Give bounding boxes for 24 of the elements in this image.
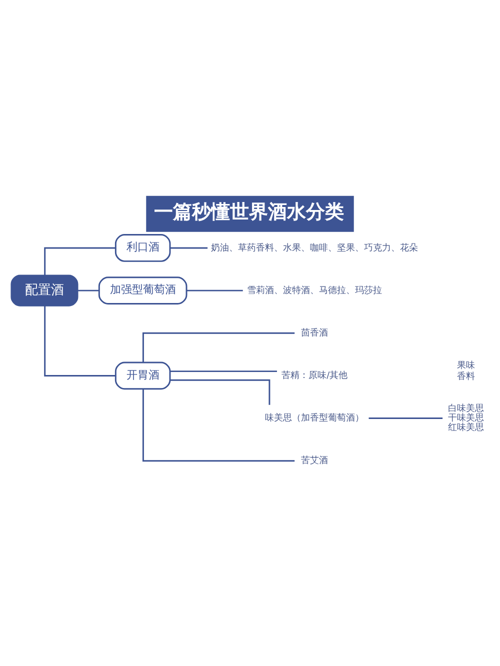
- node-box: 加强型葡萄酒: [98, 276, 188, 304]
- connector: [44, 246, 116, 274]
- node-text: 雪莉酒、波特酒、马德拉、玛莎拉: [247, 285, 382, 296]
- label: 果味: [456, 360, 475, 371]
- node-box: 利口酒: [114, 234, 171, 262]
- connector: [368, 417, 443, 419]
- node-text: 茴香酒: [301, 328, 328, 338]
- connector: [170, 378, 270, 404]
- connector: [44, 305, 116, 376]
- node-text: 苦艾酒: [301, 456, 328, 466]
- node-box: 配置酒: [10, 274, 78, 306]
- connector: [142, 332, 295, 362]
- node-box: 开胃酒: [114, 361, 171, 390]
- label: 香料: [456, 372, 475, 382]
- node-text: 味美思（加香型葡萄酒）: [265, 413, 364, 424]
- connector: [186, 289, 243, 291]
- node-text: 奶油、草药香料、水果、咖啡、坚果、巧克力、花朵: [211, 242, 418, 253]
- connector: [78, 289, 100, 291]
- connector: [170, 370, 277, 372]
- diagram-title: 一篇秒懂世界酒水分类: [154, 200, 344, 223]
- node-text: 白味美思 干味美思 红味美思: [448, 404, 484, 433]
- connector: [170, 246, 208, 248]
- node-text: 苦精：原味/其他: [282, 370, 348, 380]
- connector: [142, 388, 295, 462]
